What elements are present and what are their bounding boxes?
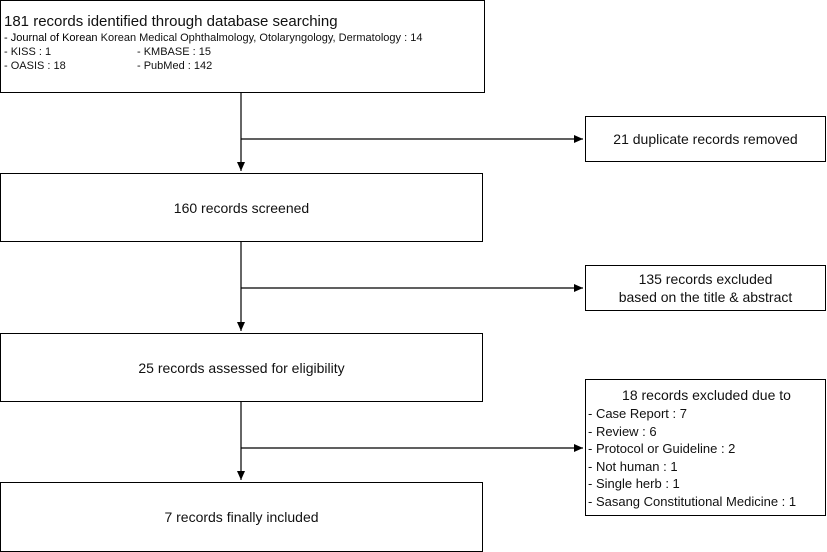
excluded-title-abstract-box: 135 records excluded based on the title … [585,265,826,311]
source-pubmed: - PubMed : 142 [137,60,213,72]
identification-title: 181 records identified through database … [4,13,338,30]
identification-box: 181 records identified through database … [0,0,485,93]
included-box: 7 records finally included [0,482,483,552]
excluded-reason-item: - Single herb : 1 [588,476,680,492]
identification-row-1: - KISS : 1 - KMBASE : 15 [4,45,484,59]
duplicates-text: 21 duplicate records removed [613,131,798,147]
excluded-title-line2: based on the title & abstract [618,289,793,305]
identification-journal-line: - Journal of Korean Korean Medical Ophth… [4,31,484,45]
excluded-reason-item: - Case Report : 7 [588,406,687,421]
excluded-reason-item: - Sasang Constitutional Medicine : 1 [588,493,797,509]
excluded-title-line1: 135 records excluded [638,271,773,287]
source-kmbase: - KMBASE : 15 [137,46,211,58]
source-oasis: - OASIS : 18 [4,60,66,72]
duplicates-box: 21 duplicate records removed [585,116,826,162]
source-kiss: - KISS : 1 [4,46,52,58]
excluded-reason-item: - Protocol or Guideline : 2 [588,441,736,457]
excluded-fulltext-box: 18 records excluded due to - Case Report… [585,379,826,516]
screened-box: 160 records screened [0,173,483,242]
included-text: 7 records finally included [164,509,319,525]
excluded-fulltext-header: 18 records excluded due to [622,387,791,403]
excluded-reason-item: - Review : 6 [588,423,657,439]
identification-row-2: - OASIS : 18 - PubMed : 142 [4,59,484,73]
screened-text: 160 records screened [173,199,310,216]
journal-rest: Korean Medical Ophthalmology, Otolaryngo… [97,32,423,44]
assessed-box: 25 records assessed for eligibility [0,333,483,402]
assessed-text: 25 records assessed for eligibility [138,359,345,376]
excluded-reason-item: - Not human : 1 [588,458,678,474]
journal-prefix: - Journal of Korean [4,32,98,44]
